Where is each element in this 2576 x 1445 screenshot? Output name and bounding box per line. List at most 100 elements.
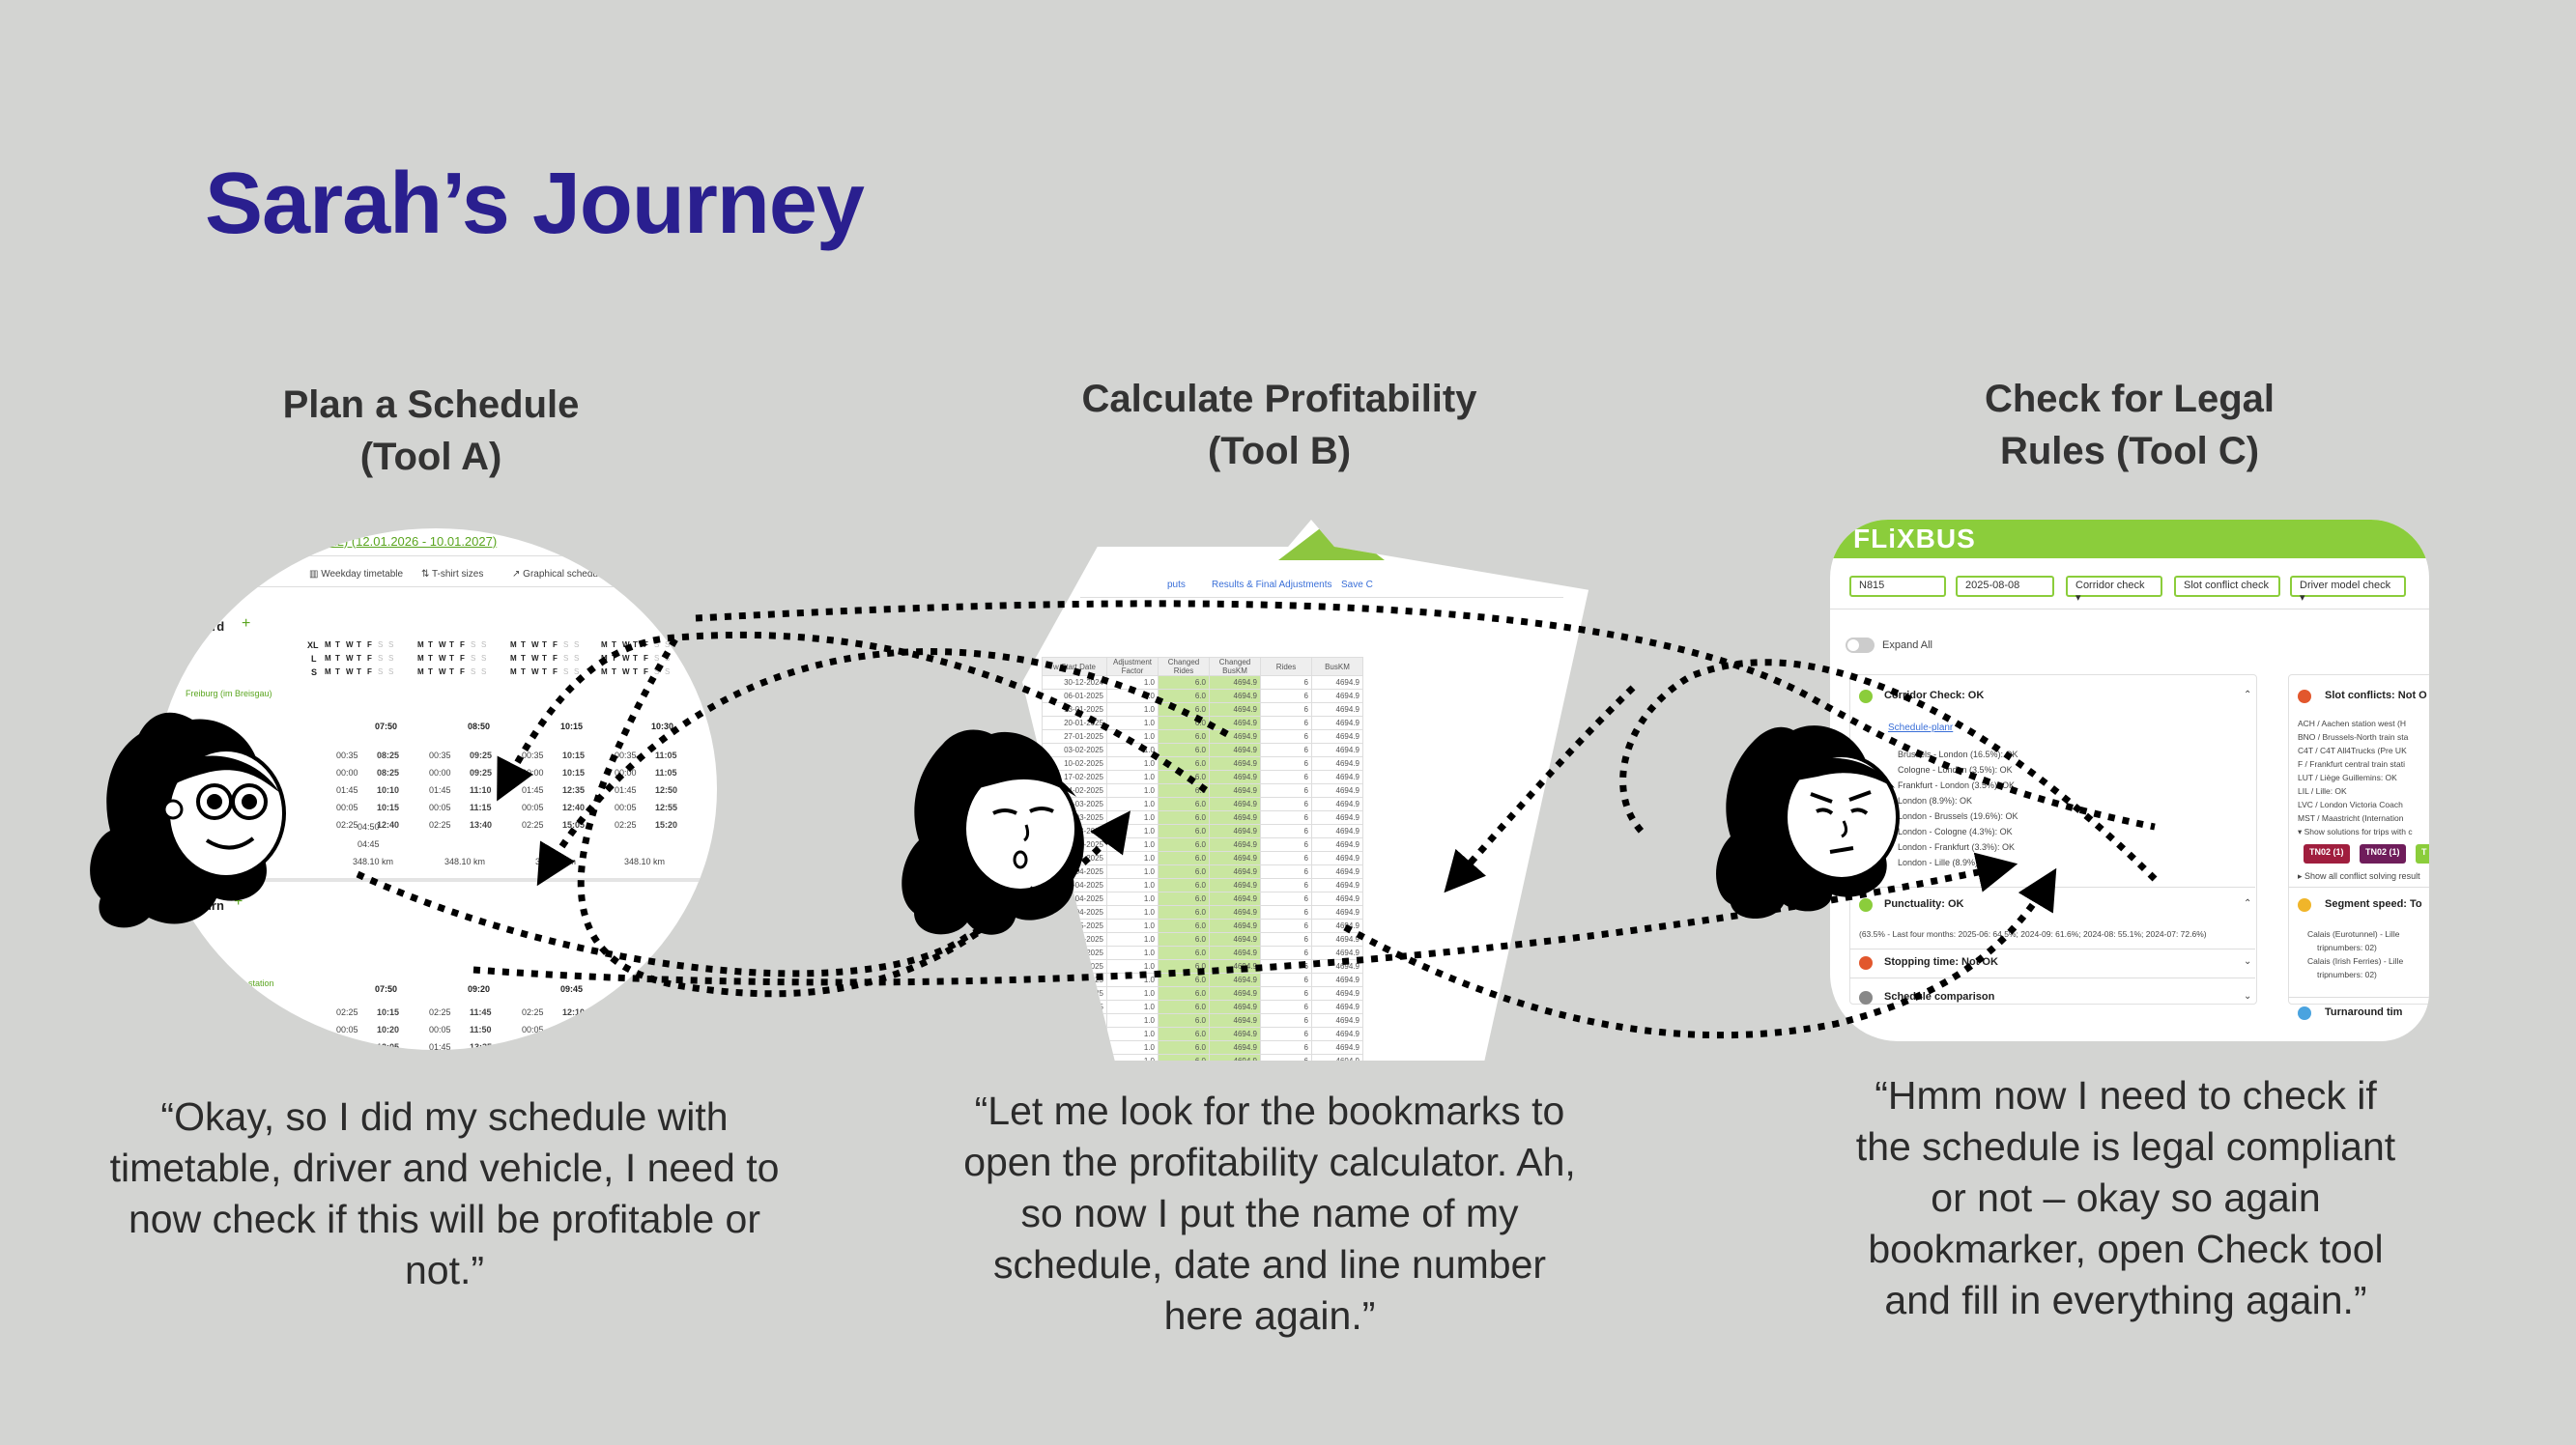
table-cell[interactable]: 16-06-2025 (1043, 1001, 1107, 1014)
table-cell[interactable]: 4694.9 (1312, 1028, 1363, 1041)
table-cell[interactable]: 6 (1261, 744, 1312, 757)
table-cell[interactable]: 1.0 (1107, 974, 1159, 987)
weekday-letter[interactable]: M (601, 640, 608, 649)
weekday-letter[interactable]: S (574, 654, 579, 663)
table-cell[interactable]: 09-06-2025 (1043, 987, 1107, 1001)
driver-model-button[interactable]: Driver model check ▾ (2290, 576, 2406, 597)
table-cell[interactable]: 06-01-2025 (1043, 690, 1107, 703)
table-cell[interactable]: 4694.9 (1210, 987, 1261, 1001)
weekday-letter[interactable]: T (521, 654, 526, 663)
slot-item[interactable]: ▾ Show solutions for trips with c (2298, 827, 2413, 837)
table-cell[interactable]: 4694.9 (1312, 744, 1363, 757)
table-cell[interactable]: 6 (1261, 1055, 1312, 1062)
weekday-letter[interactable]: T (428, 654, 433, 663)
table-cell[interactable]: 4694.9 (1312, 703, 1363, 717)
weekday-letter[interactable]: M (325, 654, 331, 663)
weekday-letter[interactable]: T (542, 640, 547, 649)
table-cell[interactable]: 4694.9 (1210, 920, 1261, 933)
tool-b-tab-inputs[interactable]: puts (1167, 580, 1186, 590)
table-cell[interactable]: 4694.9 (1210, 1055, 1261, 1062)
table-cell[interactable]: 6 (1261, 825, 1312, 838)
table-cell[interactable]: 07-07-2025 (1043, 1041, 1107, 1055)
weekday-letter[interactable]: S (665, 654, 670, 663)
table-cell[interactable]: 4694.9 (1210, 676, 1261, 690)
show-all-conflicts[interactable]: ▸ Show all conflict solving result (2298, 871, 2420, 882)
table-cell[interactable]: 4694.9 (1312, 771, 1363, 784)
weekday-letter[interactable]: F (367, 640, 372, 649)
weekday-letter[interactable]: T (335, 654, 340, 663)
weekday-letter[interactable]: T (357, 667, 361, 676)
weekday-letter[interactable]: W (346, 640, 354, 649)
table-cell[interactable]: 6.0 (1159, 717, 1210, 730)
weekday-letter[interactable]: S (574, 640, 579, 649)
weekday-letter[interactable]: F (644, 640, 648, 649)
table-cell[interactable]: 19-05-2025 (1043, 947, 1107, 960)
weekday-letter[interactable]: S (563, 667, 568, 676)
weekday-letter[interactable]: T (633, 640, 638, 649)
table-cell[interactable]: 6.0 (1159, 947, 1210, 960)
table-cell[interactable]: 14-07-2025 (1043, 1055, 1107, 1062)
table-cell[interactable]: 4694.9 (1210, 784, 1261, 798)
table-cell[interactable]: 4694.9 (1210, 703, 1261, 717)
corridor-check-button[interactable]: Corridor check ▾ (2066, 576, 2162, 597)
table-cell[interactable]: 4694.9 (1312, 960, 1363, 974)
stopping-expand-icon[interactable]: ⌄ (2244, 956, 2251, 967)
weekday-letter[interactable]: S (654, 667, 659, 676)
weekday-letter[interactable]: F (460, 667, 465, 676)
table-cell[interactable]: 6 (1261, 811, 1312, 825)
weekday-letter[interactable]: S (654, 640, 659, 649)
slot-item[interactable]: ACH / Aachen station west (H (2298, 719, 2406, 728)
table-cell[interactable]: 4694.9 (1312, 730, 1363, 744)
weekday-letter[interactable]: W (346, 667, 354, 676)
table-cell[interactable]: 02-06-2025 (1043, 974, 1107, 987)
table-cell[interactable]: 6.0 (1159, 1055, 1210, 1062)
table-cell[interactable]: 6 (1261, 974, 1312, 987)
table-cell[interactable]: 6 (1261, 1028, 1312, 1041)
slot-item[interactable]: BNO / Brussels-North train sta (2298, 732, 2408, 742)
table-cell[interactable]: 6.0 (1159, 730, 1210, 744)
table-cell[interactable]: 23-06-2025 (1043, 1014, 1107, 1028)
weekday-letter[interactable]: S (388, 667, 393, 676)
table-cell[interactable]: 4694.9 (1312, 892, 1363, 906)
slot-tag-2[interactable]: TN02 (1) (2360, 844, 2406, 864)
weekday-letter[interactable]: W (531, 654, 539, 663)
weekday-letter[interactable]: T (449, 667, 454, 676)
table-cell[interactable]: 1.0 (1107, 987, 1159, 1001)
slot-conflict-button[interactable]: Slot conflict check (2174, 576, 2280, 597)
weekday-letter[interactable]: W (622, 667, 630, 676)
weekday-letter[interactable]: W (346, 654, 354, 663)
tool-b-tab-results[interactable]: Results & Final Adjustments (1212, 580, 1332, 590)
table-cell[interactable]: 4694.9 (1210, 798, 1261, 811)
weekday-letter[interactable]: F (553, 640, 558, 649)
table-cell[interactable]: 1.0 (1107, 1041, 1159, 1055)
table-cell[interactable]: 4694.9 (1312, 798, 1363, 811)
slot-item[interactable]: C4T / C4T All4Trucks (Pre UK (2298, 746, 2407, 755)
weekday-letter[interactable]: S (471, 640, 475, 649)
table-cell[interactable]: 6.0 (1159, 920, 1210, 933)
weekday-letter[interactable]: T (521, 640, 526, 649)
corridor-collapse-icon[interactable]: ⌃ (2244, 690, 2251, 700)
weekday-letter[interactable]: S (654, 654, 659, 663)
table-cell[interactable]: 6 (1261, 1014, 1312, 1028)
tool-a-add-icon[interactable]: + (242, 615, 250, 633)
weekday-letter[interactable]: S (471, 667, 475, 676)
weekday-letter[interactable]: M (510, 640, 517, 649)
table-cell[interactable]: 6.0 (1159, 798, 1210, 811)
table-cell[interactable]: 4694.9 (1312, 838, 1363, 852)
table-cell[interactable]: 6 (1261, 1041, 1312, 1055)
weekday-letter[interactable]: W (622, 654, 630, 663)
weekday-letter[interactable]: F (460, 654, 465, 663)
table-cell[interactable]: 4694.9 (1312, 865, 1363, 879)
weekday-letter[interactable]: T (521, 667, 526, 676)
table-cell[interactable]: 1.0 (1107, 676, 1159, 690)
table-cell[interactable]: 6 (1261, 1001, 1312, 1014)
table-cell[interactable]: 6.0 (1159, 1028, 1210, 1041)
table-cell[interactable]: 4694.9 (1312, 1041, 1363, 1055)
table-cell[interactable]: 6.0 (1159, 906, 1210, 920)
table-cell[interactable]: 4694.9 (1210, 730, 1261, 744)
table-cell[interactable]: 6.0 (1159, 852, 1210, 865)
weekday-letter[interactable]: S (378, 640, 383, 649)
weekday-letter[interactable]: S (563, 654, 568, 663)
weekday-letter[interactable]: F (553, 654, 558, 663)
table-cell[interactable]: 30-06-2025 (1043, 1028, 1107, 1041)
